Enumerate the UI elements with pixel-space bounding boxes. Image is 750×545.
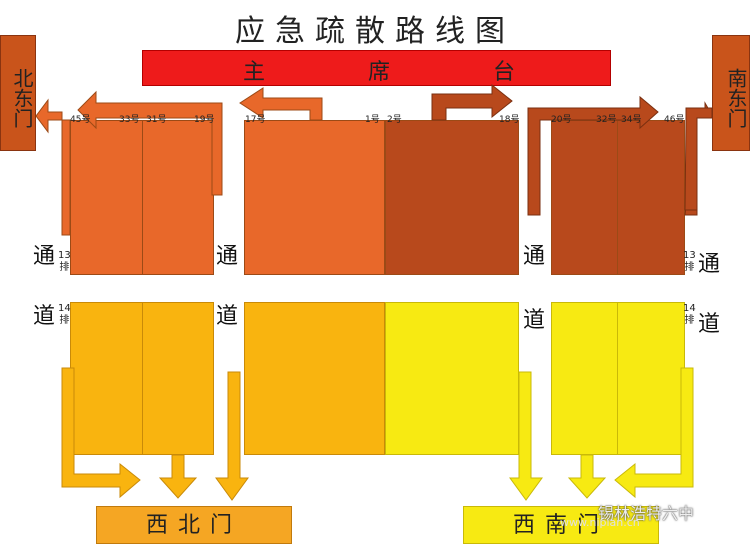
seat-label-1: 1号 (365, 115, 380, 125)
seat-label-32: 32号 (596, 115, 617, 125)
west-south-door: 西南门 (463, 506, 659, 544)
back-right-block (551, 302, 685, 455)
back-center-right-block (385, 302, 519, 455)
arrow-front-right-edge (684, 107, 713, 211)
seat-label-17: 17号 (245, 115, 266, 125)
aisle-dao-center-right: 道 (523, 308, 546, 333)
page-title: 应急疏散路线图 (235, 14, 515, 49)
stage-char-1: 主 (243, 60, 266, 85)
front-right-divider (617, 120, 618, 275)
arrow-back-center-right (509, 371, 543, 501)
north-east-door: 北东门 (0, 35, 36, 151)
arrow-back-center-left (215, 371, 249, 501)
seat-label-2: 2号 (387, 115, 402, 125)
arrow-back-left (61, 367, 141, 499)
seat-label-46: 46号 (664, 115, 685, 125)
aisle-dao-right: 道 (698, 312, 721, 337)
stage-char-3: 台 (493, 60, 516, 85)
front-center-left-block (244, 120, 385, 275)
front-right-block (551, 120, 685, 275)
arrow-center-right (431, 83, 513, 121)
aisle-tong-center-right: 通 (523, 244, 546, 269)
west-north-door: 西北门 (96, 506, 292, 544)
watermark-text: 锡林浩特六中 (598, 504, 695, 523)
front-center-right-block (385, 120, 519, 275)
seat-label-33: 33号 (119, 115, 140, 125)
seat-label-34: 34号 (621, 115, 642, 125)
main-stage: 主 席 台 (142, 50, 611, 86)
seat-label-20: 20号 (551, 115, 572, 125)
watermark-url: www.nipian.cn (560, 516, 640, 529)
aisle-dao-left: 道 (33, 304, 56, 329)
arrow-center-left (239, 87, 323, 121)
aisle-dao-center-left: 道 (216, 304, 239, 329)
arrow-front-left-top (77, 90, 223, 196)
back-right-divider (617, 302, 618, 455)
seat-label-45: 45号 (70, 115, 91, 125)
front-left-divider (142, 120, 143, 275)
stage-char-2: 席 (368, 60, 391, 85)
arrow-back-right (614, 367, 694, 499)
arrow-back-right-center-1 (567, 454, 607, 499)
seat-label-18: 18号 (499, 115, 520, 125)
south-east-door: 南东门 (712, 35, 750, 151)
aisle-tong-left: 通 (33, 244, 56, 269)
arrow-front-left (35, 98, 71, 236)
seat-label-19: 19号 (194, 115, 215, 125)
back-center-left-block (244, 302, 385, 455)
seat-label-31: 31号 (146, 115, 167, 125)
aisle-tong-right: 通 (698, 252, 721, 277)
aisle-tong-center-left: 通 (216, 244, 239, 269)
arrow-front-right-top (527, 95, 659, 216)
back-left-divider (142, 302, 143, 455)
arrow-back-left-center (158, 454, 198, 499)
